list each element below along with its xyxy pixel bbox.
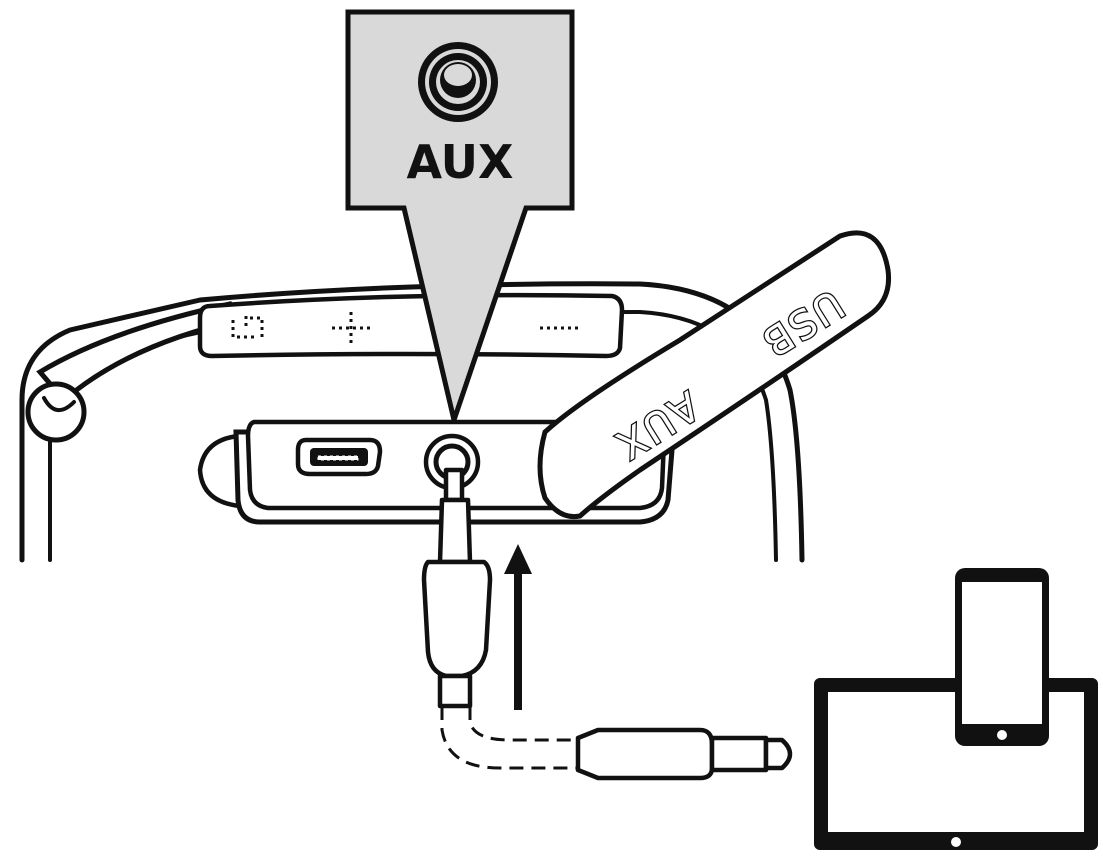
- rubber-cap: USB AUX: [537, 230, 892, 520]
- micro-usb-port: [295, 437, 383, 477]
- insert-arrow-icon: [504, 544, 532, 710]
- audio-jack-icon: [418, 42, 498, 122]
- carry-strap: [25, 301, 245, 443]
- smartphone-icon: [955, 568, 1049, 746]
- aux-callout: AUX: [345, 9, 575, 430]
- aux-cable: [421, 467, 793, 781]
- callout-label: AUX: [406, 135, 513, 189]
- plus-icon: [332, 312, 370, 344]
- power-icon: [231, 316, 264, 339]
- button-panel: [197, 292, 625, 359]
